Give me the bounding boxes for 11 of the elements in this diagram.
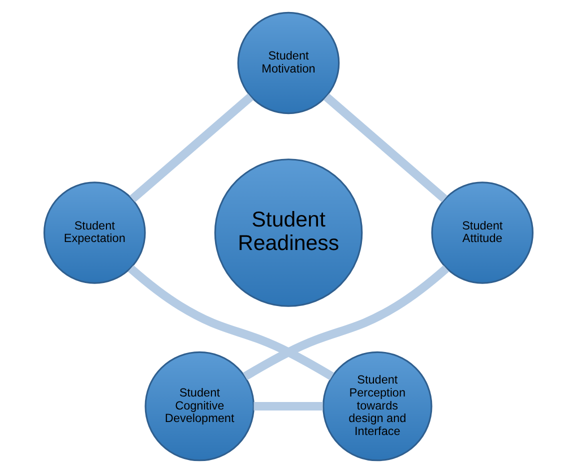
connector	[129, 94, 253, 202]
node-circle: Student Readiness	[214, 158, 362, 307]
connector	[127, 265, 334, 380]
connector	[242, 265, 449, 380]
node-circle: Student Motivation	[236, 12, 340, 114]
connector	[323, 94, 447, 202]
node-circle: Student Cognitive Development	[144, 351, 254, 462]
connector	[253, 402, 322, 411]
node-circle: Student Attitude	[430, 182, 534, 284]
node-circle: Student Expectation	[42, 182, 146, 284]
node-circle: Student Perception towards design and Interface	[322, 351, 432, 462]
